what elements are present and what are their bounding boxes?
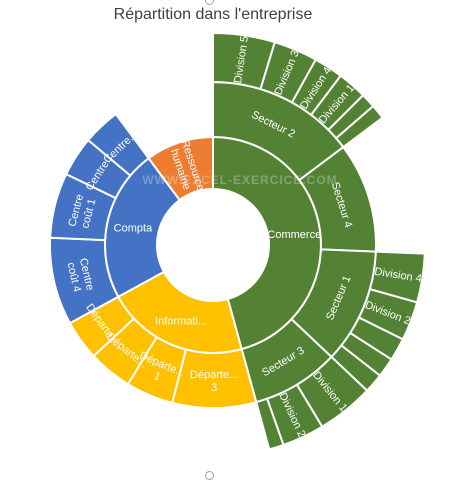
label-commerce: Commerce xyxy=(267,229,321,241)
label-informatique: Informati... xyxy=(155,316,207,328)
sunburst-segments xyxy=(49,31,426,451)
label-d-partement-3: Départe...3 xyxy=(190,369,238,394)
chart-title: Répartition dans l'entreprise xyxy=(113,6,313,23)
segment-ressource-humaine-level-1[interactable] xyxy=(147,135,214,202)
bottom-resize-handle[interactable] xyxy=(205,471,214,480)
top-resize-handle[interactable] xyxy=(205,0,214,5)
watermark: WWW.EXCEL-EXERCICE.COM xyxy=(142,173,338,187)
label-compta: Compta xyxy=(114,222,153,234)
